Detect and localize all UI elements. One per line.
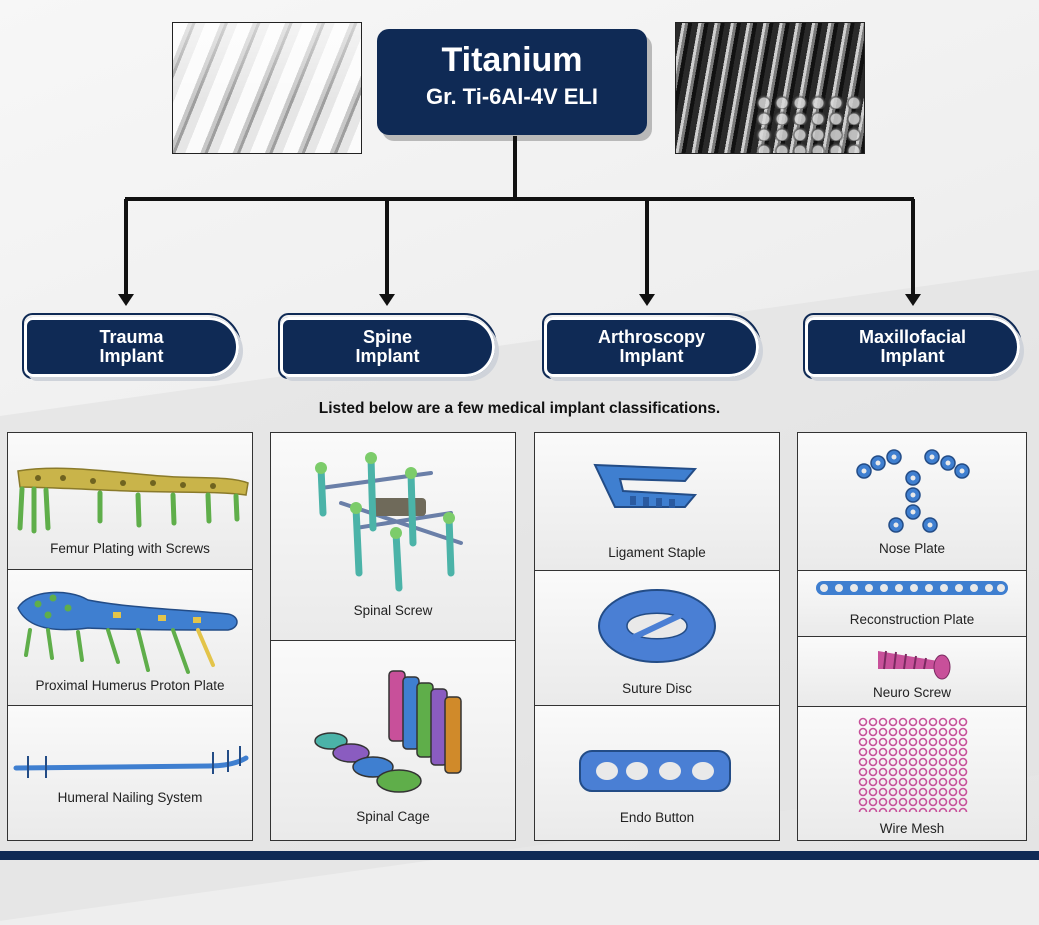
product-label: Spinal Cage	[356, 809, 430, 824]
product-label: Femur Plating with Screws	[50, 541, 210, 556]
product-card: Ligament Staple	[535, 433, 779, 570]
reconstruction-plate-image	[816, 581, 1008, 595]
product-card: Endo Button	[535, 705, 779, 840]
product-card: Nose Plate	[798, 433, 1026, 570]
category-label: Implant	[355, 346, 420, 366]
wire-mesh-image	[858, 717, 968, 812]
product-label: Wire Mesh	[879, 821, 945, 836]
product-label: Reconstruction Plate	[849, 612, 975, 627]
product-label: Spinal Screw	[353, 603, 433, 618]
product-card: Humeral Nailing System	[8, 705, 252, 840]
titanium-sheets-photo	[172, 22, 362, 154]
category-label: Spine	[362, 327, 412, 347]
product-card: Spinal Cage	[271, 640, 515, 840]
maxillofacial-products: Nose Plate Reconstruction Plate Neuro Sc…	[797, 432, 1027, 841]
category-label: Arthroscopy	[597, 327, 705, 347]
spine-products: Spinal Screw Spinal Cage	[270, 432, 516, 841]
page-subtitle: Gr. Ti-6Al-4V ELI	[426, 84, 598, 109]
humerus-plate-image	[17, 591, 238, 674]
product-card: Reconstruction Plate	[798, 570, 1026, 636]
category-ring-arthroscopy	[542, 313, 761, 379]
titanium-rods-photo	[675, 22, 865, 154]
category-spine: Spine Implant	[280, 317, 495, 377]
nose-plate-image	[856, 449, 970, 533]
product-label: Nose Plate	[878, 541, 946, 556]
category-ring-maxillofacial	[803, 313, 1022, 379]
product-label: Ligament Staple	[608, 545, 706, 560]
arrowhead-spine	[379, 294, 395, 306]
product-card: Neuro Screw	[798, 636, 1026, 706]
category-ring-trauma	[22, 313, 241, 379]
arrowhead-arthroscopy	[639, 294, 655, 306]
trauma-products: Femur Plating with Screws Proximal Humer…	[7, 432, 253, 841]
product-card: Suture Disc	[535, 570, 779, 705]
category-label: Implant	[880, 346, 945, 366]
spinal-cage-image	[314, 670, 462, 793]
category-ring-spine	[278, 313, 497, 379]
arthroscopy-products: Ligament Staple Suture Disc Endo Button	[534, 432, 780, 841]
humeral-nail-image	[13, 746, 249, 778]
page-title: Titanium	[441, 41, 583, 79]
product-label: Proximal Humerus Proton Plate	[35, 678, 225, 693]
product-label: Suture Disc	[622, 681, 692, 696]
category-label: Implant	[619, 346, 684, 366]
category-trauma: Trauma Implant	[24, 317, 239, 377]
product-card: Wire Mesh	[798, 706, 1026, 840]
product-label: Humeral Nailing System	[57, 790, 203, 805]
femur-plate-image	[17, 467, 249, 534]
neuro-screw-image	[878, 650, 951, 680]
arrowhead-maxillofacial	[905, 294, 921, 306]
suture-disc-image	[598, 589, 716, 663]
product-label: Neuro Screw	[872, 685, 952, 700]
category-label: Implant	[99, 346, 164, 366]
tree-connectors	[118, 136, 921, 306]
footer-bar	[0, 851, 1039, 860]
category-label: Trauma	[99, 327, 164, 347]
spinal-screw-image	[315, 452, 463, 592]
endo-button-image	[579, 750, 731, 792]
title-box: Titanium Gr. Ti-6Al-4V ELI	[377, 29, 647, 135]
product-card: Proximal Humerus Proton Plate	[8, 569, 252, 705]
arrowhead-trauma	[118, 294, 134, 306]
ligament-staple-image	[593, 463, 698, 508]
product-card: Femur Plating with Screws	[8, 433, 252, 569]
classification-note: Listed below are a few medical implant c…	[318, 400, 721, 417]
product-card: Spinal Screw	[271, 433, 515, 640]
category-arthroscopy: Arthroscopy Implant	[544, 317, 759, 377]
product-label: Endo Button	[619, 810, 695, 825]
category-label: Maxillofacial	[858, 327, 967, 347]
category-maxillofacial: Maxillofacial Implant	[805, 317, 1020, 377]
